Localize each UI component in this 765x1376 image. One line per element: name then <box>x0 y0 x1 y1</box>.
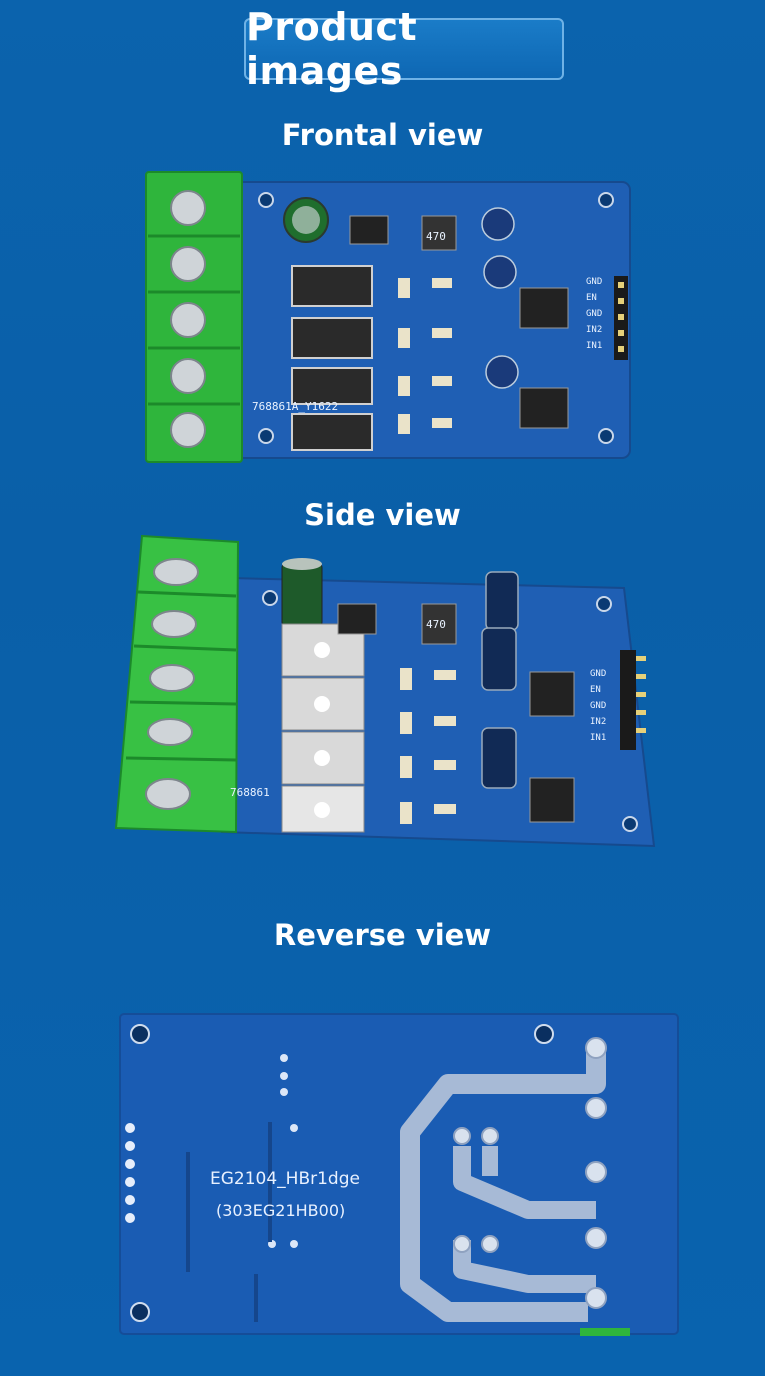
side-pin-label-en: EN <box>590 685 601 695</box>
reverse-silk-line1: EG2104_HBr1dge <box>210 1169 360 1189</box>
reverse-silk-line2: (303EG21HB00) <box>216 1201 345 1220</box>
frontal-view-image: 470 GND EN GND IN2 IN1 768861A_Y1622 <box>145 171 631 463</box>
side-pin-label-in1: IN1 <box>590 733 606 743</box>
side-pin-label-in2: IN2 <box>590 717 606 727</box>
pin-label-gnd2: GND <box>586 309 602 319</box>
inductor-label: 470 <box>426 230 446 243</box>
side-inductor-label: 470 <box>426 618 446 631</box>
reverse-view-label: Reverse view <box>273 918 492 952</box>
serial-front: 768861A_Y1622 <box>252 400 338 413</box>
side-pin-label-gnd1: GND <box>590 669 606 679</box>
reverse-view-image: EG2104_HBr1dge (303EG21HB00) <box>119 1013 679 1336</box>
page-title: Product images <box>246 5 418 93</box>
side-view-label: Side view <box>304 498 461 532</box>
title-box: Product images <box>244 5 564 93</box>
side-pin-label-gnd2: GND <box>590 701 606 711</box>
side-view-image: 470 GND EN GND IN2 IN1 768861 <box>114 534 656 848</box>
frontal-view-label: Frontal view <box>281 118 484 152</box>
serial-side: 768861 <box>230 786 270 799</box>
pin-label-gnd1: GND <box>586 277 602 287</box>
pin-label-en: EN <box>586 293 597 303</box>
pin-label-in1: IN1 <box>586 341 602 351</box>
pin-label-in2: IN2 <box>586 325 602 335</box>
